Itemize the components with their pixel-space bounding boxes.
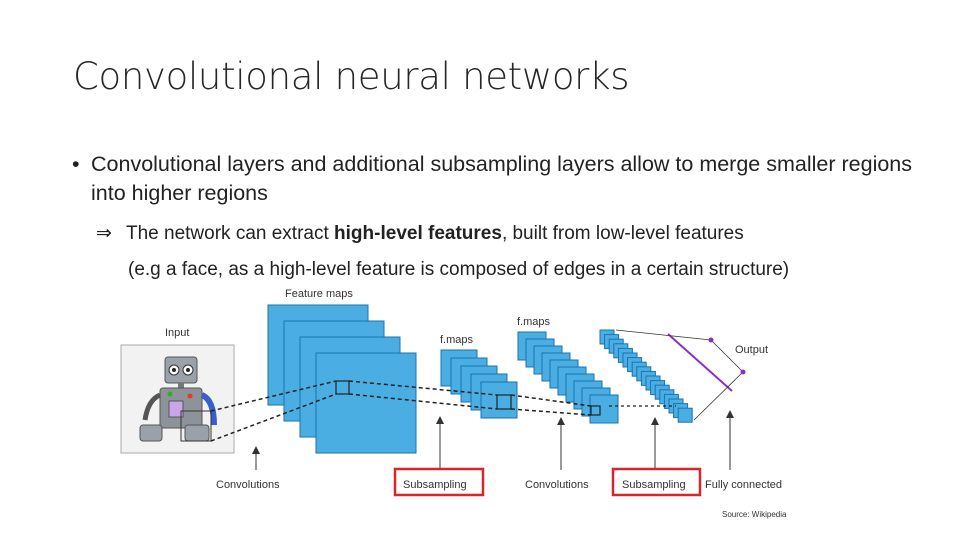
sub-point-prefix: The network can extract: [126, 223, 335, 244]
implies-arrow-icon: ⇒: [96, 223, 112, 244]
bullet-point: • Convolutional layers and additional su…: [72, 150, 912, 208]
label-subsampling-2: Subsampling: [622, 479, 686, 491]
label-subsampling-1: Subsampling: [403, 479, 467, 491]
sub-point-bold: high-level features: [334, 223, 502, 244]
feature-maps-stack: [267, 304, 417, 454]
fmaps-stack-2: [517, 331, 619, 424]
label-convolutions-2: Convolutions: [525, 479, 589, 491]
label-convolutions-1: Convolutions: [216, 479, 280, 491]
label-feature-maps: Feature maps: [285, 288, 353, 300]
fmaps-stack-3: [599, 329, 693, 423]
sub-point-suffix: , built from low-level features: [501, 223, 744, 244]
highlight-box-subsampling-2: [611, 467, 702, 497]
label-output: Output: [735, 344, 768, 356]
cnn-diagram: Input Feature maps f.maps f.maps: [120, 288, 782, 497]
source-credit: Source: Wikipedia: [722, 510, 787, 519]
label-fmaps-2: f.maps: [517, 316, 551, 328]
fmaps-stack-1: [440, 349, 518, 419]
label-fully-connected: Fully connected: [705, 479, 782, 491]
label-input: Input: [165, 327, 189, 339]
bullet-mark: •: [72, 152, 80, 176]
highlight-box-subsampling-1: [393, 467, 485, 497]
slide-title: Convolutional neural networks: [73, 55, 630, 98]
sub-point: ⇒ The network can extract high-level feat…: [96, 222, 744, 245]
input-image: [120, 344, 235, 454]
feature-map-thin: [677, 407, 693, 423]
bullet-text: Convolutional layers and additional subs…: [91, 152, 913, 205]
robot-icon: [139, 356, 217, 442]
example-text: (e.g a face, as a high-level feature is …: [128, 259, 790, 280]
fully-connected-layer: [615, 329, 746, 421]
label-fmaps-1: f.maps: [440, 334, 474, 346]
